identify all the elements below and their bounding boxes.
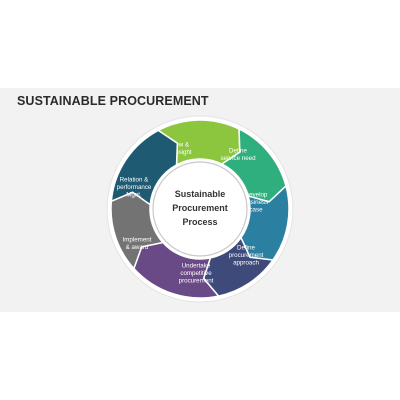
segment-label-undertake-competitive-procurement-line-2: competitive bbox=[180, 270, 212, 277]
segment-label-develop-business-case-line-3: case bbox=[249, 207, 263, 214]
segment-label-relation-performance-mgnt-line-3: Mgnt. bbox=[126, 192, 142, 199]
center-label-line-2: Procurement bbox=[172, 203, 228, 213]
segment-shape-undertake-competitive-procurement bbox=[133, 241, 220, 299]
segment-label-relation-performance-mgnt-line-1: Relation & bbox=[120, 177, 149, 184]
segment-label-define-service-need-line-2: service need bbox=[220, 155, 256, 162]
center-disc bbox=[152, 161, 248, 257]
segment-label-relation-performance-mgnt-line-2: performance bbox=[117, 184, 152, 191]
segment-label-undertake-competitive-procurement-line-1: Undertake bbox=[182, 263, 211, 270]
slide-title: SUSTAINABLE PROCUREMENT bbox=[17, 94, 209, 108]
segment-label-develop-business-case-line-1: Develop bbox=[245, 192, 268, 199]
segment-label-define-procurement-approach-line-1: Define bbox=[237, 245, 255, 252]
segment-label-define-procurement-approach-line-3: approach bbox=[233, 260, 259, 267]
segment-label-undertake-competitive-procurement-line-3: procurement bbox=[179, 278, 214, 285]
segment-shape-relation-performance-mgnt bbox=[110, 129, 179, 207]
segment-label-develop-business-case-line-2: business bbox=[244, 199, 268, 206]
segment-shape-implement-award bbox=[110, 191, 165, 270]
segment-label-implement-award-line-2: & award bbox=[126, 244, 149, 251]
segment-shape-review-gain-insight bbox=[156, 119, 241, 167]
center-label-line-3: Process bbox=[182, 217, 217, 227]
segment-label-define-procurement-approach-line-2: procurement bbox=[229, 252, 264, 259]
segment-label-define-service-need-line-1: Define bbox=[229, 147, 247, 154]
center-label-line-1: Sustainable bbox=[175, 189, 226, 199]
segment-implement-award: Implement& award bbox=[110, 191, 165, 270]
segment-label-implement-award-line-1: Implement bbox=[123, 236, 152, 243]
